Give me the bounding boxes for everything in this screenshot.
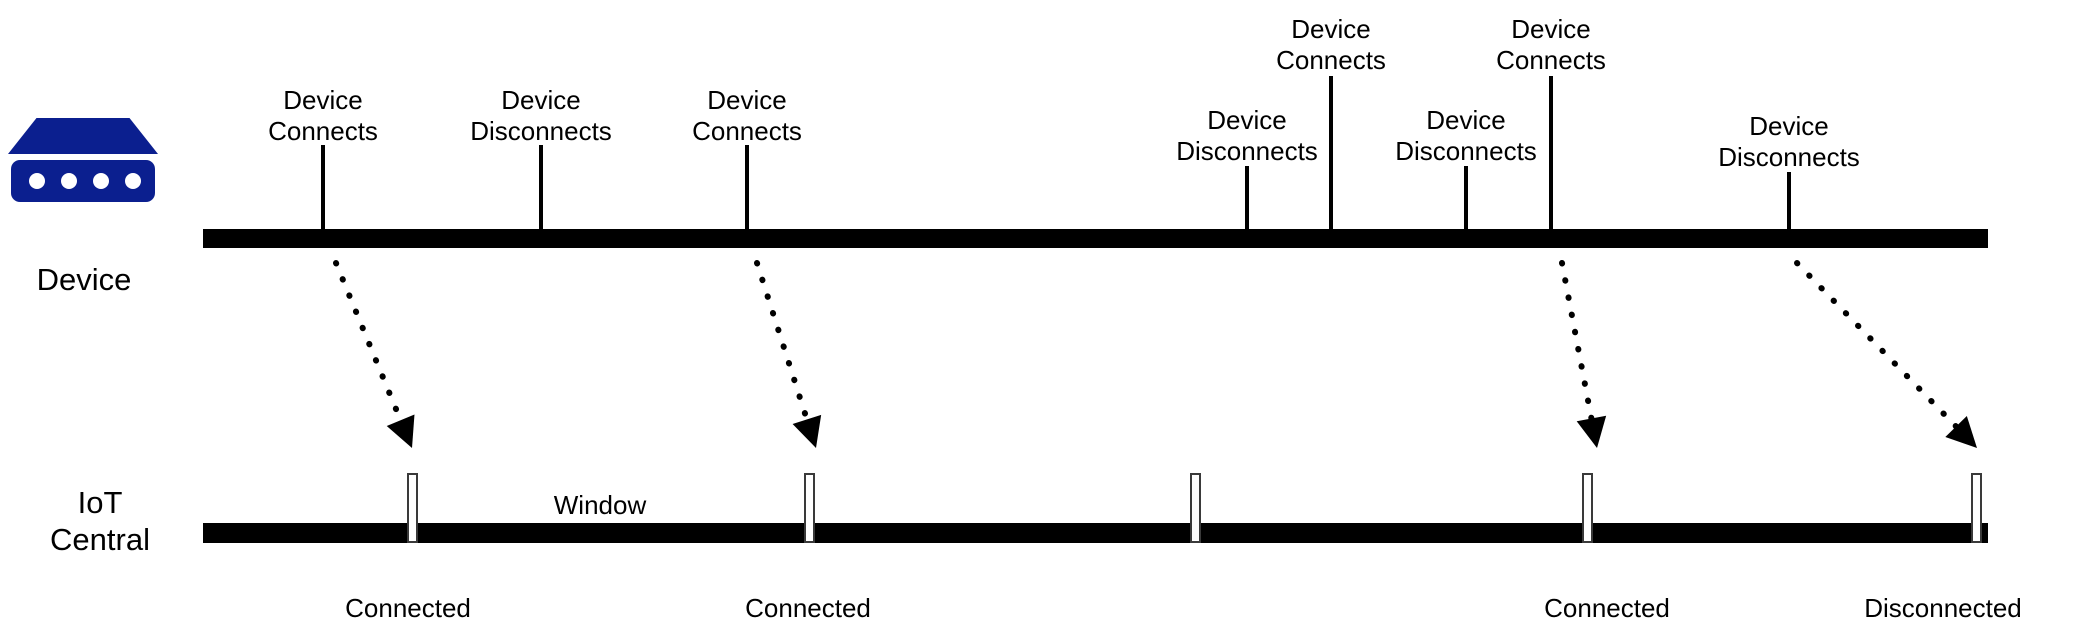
device-event-label-disconnect: Device Disconnects xyxy=(470,85,612,147)
device-icon-led-3 xyxy=(93,173,109,189)
connector-arrowhead xyxy=(792,414,822,448)
connector-dotted-line xyxy=(1794,260,1962,433)
connector-dotted-line xyxy=(333,260,406,427)
device-lane-label: Device xyxy=(36,262,132,297)
window-boundary-marker xyxy=(1190,473,1201,543)
device-event-label-disconnect: Device Disconnects xyxy=(1718,111,1860,173)
device-timeline-bar xyxy=(203,229,1988,248)
device-event-label-connect: Device Connects xyxy=(692,85,802,147)
device-icon-body xyxy=(11,160,155,202)
device-event-label-connect: Device Connects xyxy=(1276,14,1386,76)
iot-device-icon xyxy=(8,118,158,202)
connector-arrowhead xyxy=(1576,415,1607,448)
window-boundary-marker xyxy=(804,473,815,543)
device-event-tick-connect xyxy=(1549,76,1553,248)
device-event-tick-connect xyxy=(1329,76,1333,248)
device-icon-led-2 xyxy=(61,173,77,189)
device-event-tick-disconnect xyxy=(1245,166,1249,248)
device-event-tick-disconnect xyxy=(539,145,543,248)
device-event-tick-disconnect xyxy=(1787,172,1791,248)
connector-dotted-line xyxy=(1559,260,1596,426)
connectivity-state-label: Disconnected xyxy=(1864,593,2022,623)
device-icon-led-1 xyxy=(29,173,45,189)
window-boundary-marker xyxy=(407,473,418,543)
connector-arrowhead xyxy=(386,414,415,448)
window-boundary-marker xyxy=(1971,473,1982,543)
device-event-tick-connect xyxy=(745,145,749,248)
window-boundary-marker xyxy=(1582,473,1593,543)
iot-central-lane-label: IoT Central xyxy=(50,485,150,557)
device-icon-led-4 xyxy=(125,173,141,189)
connector-dotted-line xyxy=(754,260,812,427)
device-icon-lid xyxy=(8,118,158,154)
device-event-tick-disconnect xyxy=(1464,166,1468,248)
connectivity-state-label: Connected xyxy=(745,593,871,623)
device-event-label-disconnect: Device Disconnects xyxy=(1395,105,1537,167)
connectivity-state-label: Connected xyxy=(1544,593,1670,623)
device-event-label-connect: Device Connects xyxy=(268,85,378,147)
device-event-label-disconnect: Device Disconnects xyxy=(1176,105,1318,167)
connectivity-state-label: Connected xyxy=(345,593,471,623)
connector-arrowhead xyxy=(1945,416,1977,448)
device-event-label-connect: Device Connects xyxy=(1496,14,1606,76)
window-label: Window xyxy=(553,490,647,520)
device-event-tick-connect xyxy=(321,145,325,248)
iot-central-timeline-bar xyxy=(203,523,1988,543)
